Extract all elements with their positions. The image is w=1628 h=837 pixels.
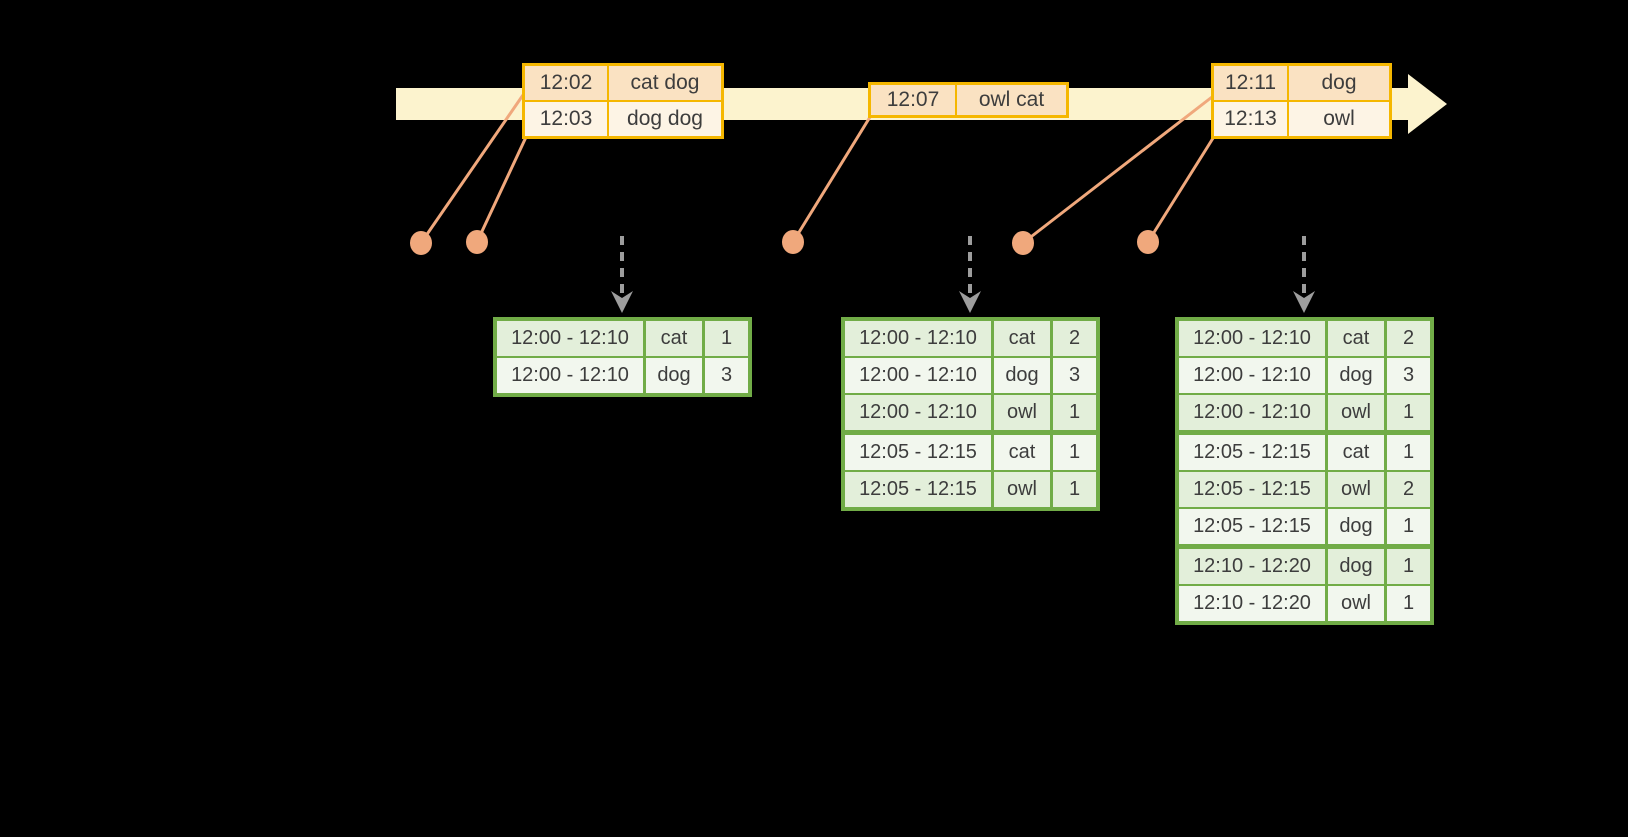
window-cell: 12:05 - 12:15 xyxy=(1179,435,1325,470)
connector-line xyxy=(1022,95,1213,245)
word-cell: dog xyxy=(1328,509,1384,544)
count-cell: 3 xyxy=(1387,358,1430,393)
count-cell: 1 xyxy=(1387,435,1430,470)
count-cell: 1 xyxy=(705,321,748,356)
count-cell: 3 xyxy=(1053,358,1096,393)
word-cell: cat xyxy=(1328,435,1384,470)
window-cell: 12:00 - 12:10 xyxy=(497,321,643,356)
window-cell: 12:05 - 12:15 xyxy=(1179,509,1325,544)
event-row: 12:13 owl xyxy=(1214,102,1389,136)
count-cell: 1 xyxy=(1387,509,1430,544)
count-cell: 1 xyxy=(1053,435,1096,470)
count-cell: 1 xyxy=(1387,395,1430,430)
connector-line xyxy=(419,94,525,244)
event-time: 12:07 xyxy=(871,85,955,115)
word-cell: cat xyxy=(646,321,702,356)
table-row: 12:00 - 12:10 dog 3 xyxy=(1179,358,1430,393)
event-dot xyxy=(1012,231,1034,255)
word-cell: owl xyxy=(1328,586,1384,621)
window-cell: 12:05 - 12:15 xyxy=(1179,472,1325,507)
word-cell: dog xyxy=(1328,549,1384,584)
table-row: 12:05 - 12:15 owl 1 xyxy=(845,472,1096,507)
result-table-2: 12:00 - 12:10 cat 2 12:00 - 12:10 dog 3 … xyxy=(841,317,1100,511)
connector-line xyxy=(475,134,529,243)
count-cell: 2 xyxy=(1053,321,1096,356)
result-table-1: 12:00 - 12:10 cat 1 12:00 - 12:10 dog 3 xyxy=(493,317,752,397)
table-row: 12:00 - 12:10 dog 3 xyxy=(497,358,748,393)
event-words: owl xyxy=(1289,102,1389,136)
event-words: owl cat xyxy=(957,85,1066,115)
event-box-1211: 12:11 dog 12:13 owl xyxy=(1211,63,1392,139)
window-cell: 12:00 - 12:10 xyxy=(1179,395,1325,430)
window-cell: 12:05 - 12:15 xyxy=(845,472,991,507)
table-row: 12:00 - 12:10 cat 2 xyxy=(1179,321,1430,356)
count-cell: 1 xyxy=(1387,586,1430,621)
event-row: 12:07 owl cat xyxy=(871,85,1066,115)
window-cell: 12:00 - 12:10 xyxy=(845,358,991,393)
event-time: 12:02 xyxy=(525,66,607,100)
word-cell: cat xyxy=(994,321,1050,356)
event-box-1207: 12:07 owl cat xyxy=(868,82,1069,118)
table-row: 12:00 - 12:10 dog 3 xyxy=(845,358,1096,393)
event-dot xyxy=(782,230,804,254)
table-row: 12:05 - 12:15 owl 2 xyxy=(1179,472,1430,507)
result-table-3: 12:00 - 12:10 cat 2 12:00 - 12:10 dog 3 … xyxy=(1175,317,1434,625)
window-cell: 12:05 - 12:15 xyxy=(845,435,991,470)
event-time: 12:13 xyxy=(1214,102,1287,136)
window-cell: 12:00 - 12:10 xyxy=(1179,358,1325,393)
count-cell: 1 xyxy=(1387,549,1430,584)
window-cell: 12:00 - 12:10 xyxy=(1179,321,1325,356)
word-cell: owl xyxy=(994,395,1050,430)
event-words: cat dog xyxy=(609,66,721,100)
count-cell: 2 xyxy=(1387,321,1430,356)
table-row: 12:05 - 12:15 dog 1 xyxy=(1179,509,1430,544)
word-cell: cat xyxy=(1328,321,1384,356)
timeline-arrowhead-icon xyxy=(1408,74,1447,134)
count-cell: 2 xyxy=(1387,472,1430,507)
event-dot xyxy=(466,230,488,254)
word-cell: dog xyxy=(1328,358,1384,393)
event-words: dog xyxy=(1289,66,1389,100)
arrow-down-icon xyxy=(611,291,633,313)
count-cell: 1 xyxy=(1053,395,1096,430)
table-row: 12:10 - 12:20 dog 1 xyxy=(1179,549,1430,584)
connector-line xyxy=(1146,134,1217,243)
window-cell: 12:00 - 12:10 xyxy=(845,321,991,356)
word-cell: owl xyxy=(1328,395,1384,430)
table-row: 12:10 - 12:20 owl 1 xyxy=(1179,586,1430,621)
window-cell: 12:10 - 12:20 xyxy=(1179,549,1325,584)
word-cell: cat xyxy=(994,435,1050,470)
window-cell: 12:10 - 12:20 xyxy=(1179,586,1325,621)
event-dot xyxy=(410,231,432,255)
table-row: 12:00 - 12:10 owl 1 xyxy=(1179,395,1430,430)
window-cell: 12:00 - 12:10 xyxy=(845,395,991,430)
event-time: 12:03 xyxy=(525,102,607,136)
event-dot xyxy=(1137,230,1159,254)
event-time: 12:11 xyxy=(1214,66,1287,100)
event-row: 12:02 cat dog xyxy=(525,66,721,100)
word-cell: owl xyxy=(1328,472,1384,507)
event-words: dog dog xyxy=(609,102,721,136)
table-row: 12:05 - 12:15 cat 1 xyxy=(1179,435,1430,470)
count-cell: 1 xyxy=(1053,472,1096,507)
event-box-1202: 12:02 cat dog 12:03 dog dog xyxy=(522,63,724,139)
word-cell: dog xyxy=(994,358,1050,393)
word-cell: owl xyxy=(994,472,1050,507)
window-cell: 12:00 - 12:10 xyxy=(497,358,643,393)
word-cell: dog xyxy=(646,358,702,393)
event-row: 12:03 dog dog xyxy=(525,102,721,136)
connector-line xyxy=(791,116,872,243)
table-row: 12:00 - 12:10 owl 1 xyxy=(845,395,1096,430)
table-row: 12:00 - 12:10 cat 2 xyxy=(845,321,1096,356)
table-row: 12:05 - 12:15 cat 1 xyxy=(845,435,1096,470)
arrow-down-icon xyxy=(959,291,981,313)
event-row: 12:11 dog xyxy=(1214,66,1389,100)
count-cell: 3 xyxy=(705,358,748,393)
table-row: 12:00 - 12:10 cat 1 xyxy=(497,321,748,356)
arrow-down-icon xyxy=(1293,291,1315,313)
